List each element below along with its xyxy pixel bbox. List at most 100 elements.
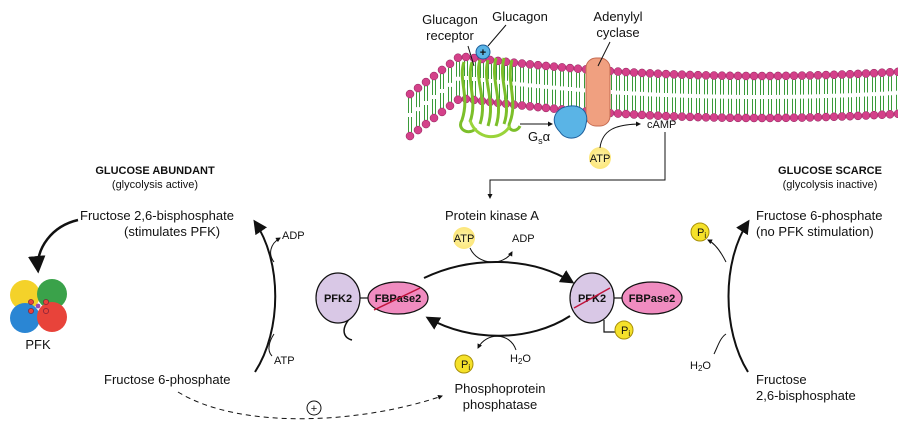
lipid-head <box>405 131 415 141</box>
lipid-head <box>789 71 799 80</box>
lipid-head <box>445 101 455 111</box>
lipid-head <box>749 113 759 123</box>
lipid-head <box>541 61 551 71</box>
lipid-head <box>781 113 791 123</box>
right-reaction-arrow <box>727 219 750 373</box>
center-panel: Protein kinase A ATP ADP PFK2 FBPase2 PF… <box>315 208 683 412</box>
lipid-head <box>861 111 871 120</box>
lipid-head <box>853 111 863 121</box>
lipid-head <box>669 70 679 79</box>
lipid-head <box>805 71 815 80</box>
lipid-head <box>877 110 887 119</box>
lipid-head <box>637 110 647 120</box>
pfk2-label-left: PFK2 <box>324 293 352 305</box>
camp-to-pka-arrow <box>487 132 666 199</box>
lipid-head <box>885 68 895 77</box>
adenylyl-cyclase-label-line1: Adenylyl <box>593 9 642 24</box>
lipid-head <box>797 71 807 80</box>
lipid-head <box>733 113 743 123</box>
lipid-head <box>413 83 423 93</box>
lipid-head <box>853 69 863 79</box>
lipid-head <box>685 112 695 122</box>
lipid-head <box>613 109 623 118</box>
lipid-head <box>613 67 623 76</box>
lipid-head <box>717 71 727 80</box>
lipid-head <box>437 107 447 117</box>
glucagon-receptor-label-line1: Glucagon <box>422 12 478 27</box>
f6p-label-left: Fructose 6-phosphate <box>104 372 230 387</box>
stimulates-pfk-label: (stimulates PFK) <box>124 224 220 239</box>
gs-alpha-label: Gsα <box>528 129 551 146</box>
lipid-head <box>437 65 447 75</box>
lipid-head <box>757 113 767 123</box>
bifunctional-enzyme-left: PFK2 FBPase2 <box>315 272 429 341</box>
lipid-head <box>709 113 719 122</box>
lipid-head <box>677 70 687 79</box>
lipid-head <box>621 109 631 119</box>
phosphatase-label-line2: phosphatase <box>463 397 537 412</box>
glucagon-plus-sign: + <box>480 47 486 59</box>
lipid-head <box>445 59 455 69</box>
gs-alpha-protein <box>553 105 588 139</box>
dephosphorylation-arrow <box>425 315 571 337</box>
lipid-head <box>773 113 783 123</box>
lipid-head <box>541 103 551 113</box>
lipid-head <box>757 71 767 81</box>
left-reaction-arrow <box>253 219 277 373</box>
lipid-head <box>653 69 663 78</box>
lipid-head <box>805 113 815 122</box>
lipid-head <box>693 70 703 80</box>
lipid-head <box>405 89 415 99</box>
lipid-head <box>893 67 898 77</box>
lipid-head <box>885 110 895 119</box>
lipid-head <box>821 70 831 80</box>
lipid-head <box>517 101 527 110</box>
camp-label: cAMP <box>647 119 676 131</box>
cell-membrane <box>405 52 898 141</box>
lipid-head <box>453 53 463 62</box>
right-panel: GLUCOSE SCARCE (glycolysis inactive) Fru… <box>690 165 882 403</box>
pi-released-center: Pi <box>461 359 470 372</box>
lipid-head <box>525 102 535 111</box>
lipid-head <box>837 70 847 79</box>
f26bp-label-right-line1: Fructose <box>756 372 807 387</box>
atp-label-left: ATP <box>274 355 295 367</box>
lipid-head <box>661 69 671 79</box>
membrane-tails <box>408 60 897 133</box>
lipid-head <box>517 59 527 68</box>
lipid-head <box>821 112 831 122</box>
lipid-head <box>773 71 783 81</box>
lipid-head <box>429 71 439 81</box>
lipid-head <box>533 60 543 70</box>
lipid-head <box>421 119 431 129</box>
f6p-label-right: Fructose 6-phosphate <box>756 208 882 223</box>
adenylyl-cyclase-protein <box>585 57 611 127</box>
glucagon-receptor-label-line2: receptor <box>426 28 474 43</box>
pfk2-inactive-strike <box>573 287 611 309</box>
lipid-head <box>637 68 647 78</box>
adenylyl-cyclase-label-line2: cyclase <box>596 25 639 40</box>
lipid-head <box>709 71 719 80</box>
lipid-head <box>789 113 799 122</box>
lipid-head <box>845 111 855 121</box>
glucagon-receptor <box>459 57 522 138</box>
atp-label-membrane: ATP <box>590 153 611 165</box>
f26bp-label-left: Fructose 2,6-bisphosphate <box>80 208 234 223</box>
lipid-head <box>725 71 735 81</box>
lipid-head <box>549 104 559 113</box>
lipid-head <box>701 71 711 80</box>
glucose-abundant-title: GLUCOSE ABUNDANT <box>95 165 215 177</box>
lipid-head <box>741 71 751 81</box>
lipid-head <box>685 70 695 80</box>
lipid-head <box>877 68 887 77</box>
phosphatase-label-line1: Phosphoprotein <box>454 381 545 396</box>
h2o-label-center: H2O <box>510 353 531 366</box>
no-pfk-stimulation-label: (no PFK stimulation) <box>756 224 874 239</box>
lipid-head <box>829 70 839 80</box>
lipid-head <box>453 95 463 104</box>
glucose-scarce-subtitle: (glycolysis inactive) <box>783 179 878 191</box>
lipid-head <box>421 77 431 87</box>
lipid-head <box>749 71 759 81</box>
adp-label-center: ADP <box>512 233 535 245</box>
